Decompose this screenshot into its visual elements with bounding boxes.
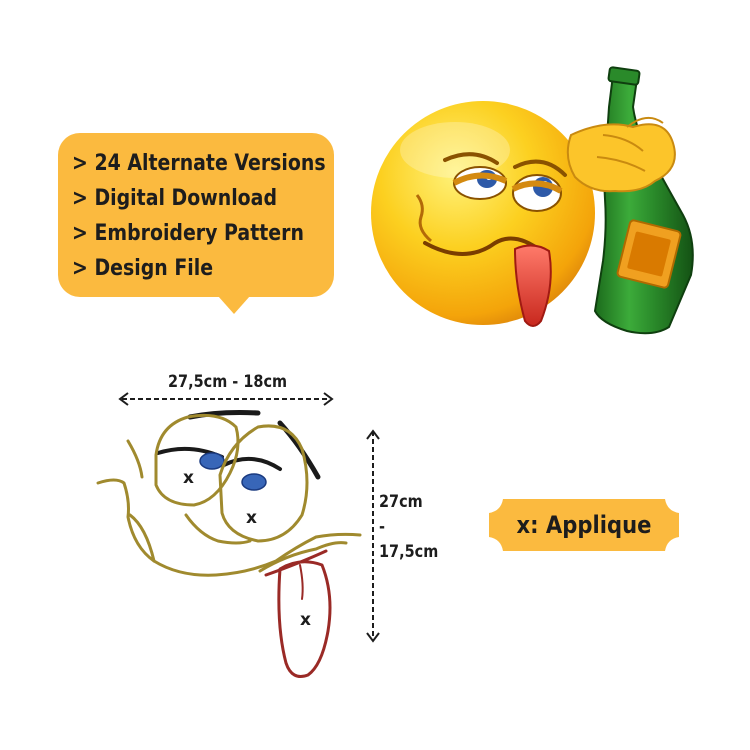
design-eye-right (218, 424, 309, 543)
emoji-mouth (423, 236, 543, 256)
feature-item-design-file: > Design File (72, 256, 214, 281)
emoji-brow-right (513, 159, 567, 177)
drunk-emoji-icon (365, 65, 700, 340)
height-dimension-arrow (366, 429, 380, 643)
applique-mark-right-eye: x (246, 508, 257, 528)
feature-bubble: > 24 Alternate Versions > Digital Downlo… (58, 133, 334, 297)
design-brow-right (277, 420, 321, 480)
applique-legend-label: x: Applique (516, 511, 652, 539)
feature-item-embroidery: > Embroidery Pattern (72, 221, 304, 246)
emoji-brow-left (443, 152, 499, 165)
height-dimension-top: 27cm (379, 492, 423, 512)
applique-mark-left-eye: x (183, 468, 194, 488)
feature-item-versions: > 24 Alternate Versions (72, 151, 326, 176)
height-dimension-bottom: 17,5cm (379, 542, 439, 562)
width-dimension-label: 27,5cm - 18cm (168, 372, 288, 392)
width-dimension-arrow (118, 392, 334, 406)
bottle-icon (593, 66, 694, 335)
design-face-outline (96, 439, 362, 577)
feature-item-download: > Digital Download (72, 186, 277, 211)
design-eye-left (154, 413, 240, 507)
height-dimension-separator: - (379, 517, 386, 537)
bubble-tail (218, 296, 250, 314)
emoji-tongue (513, 244, 552, 327)
design-tongue-outline (277, 560, 332, 678)
applique-mark-tongue: x (300, 610, 311, 630)
applique-legend-badge: x: Applique (489, 493, 679, 557)
hand-icon (566, 116, 676, 193)
embroidery-design: 27,5cm - 18cm 27cm - 17,5cm x x x (90, 365, 450, 695)
